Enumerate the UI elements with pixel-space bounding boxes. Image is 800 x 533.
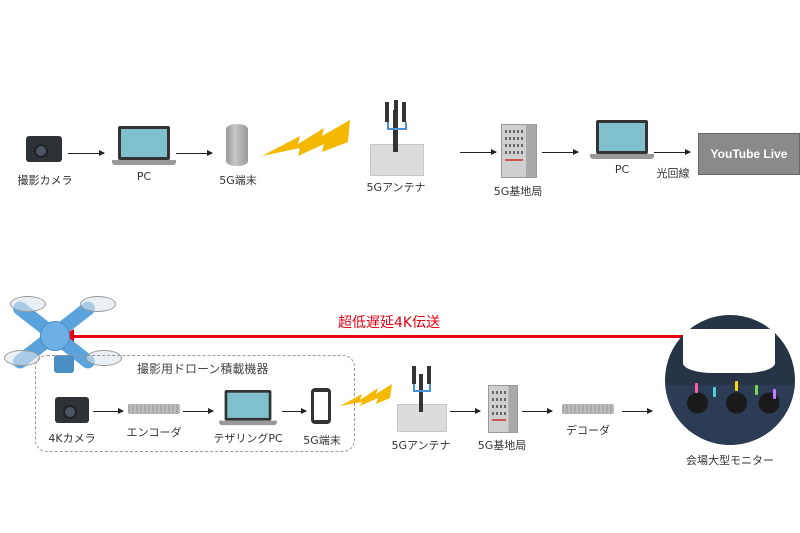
decoder-icon — [562, 404, 614, 414]
pc1-label: PC — [136, 170, 152, 183]
lightning-bolt-icon — [340, 384, 392, 406]
5g-terminal-label: 5G端末 — [303, 434, 341, 447]
antenna-label: 5Gアンテナ — [366, 181, 426, 194]
arrow-pc-terminal — [282, 408, 307, 414]
arrow-antenna-base — [450, 408, 481, 414]
venue-monitor-illustration — [665, 315, 795, 445]
arrow-pc-terminal — [176, 150, 213, 156]
smartphone-icon — [311, 388, 331, 424]
laptop-icon — [219, 390, 277, 426]
transmission-label: 超低遅延4K伝送 — [338, 315, 441, 331]
server-icon — [501, 124, 537, 178]
base-station-label: 5G基地局 — [477, 439, 527, 452]
arrow-decoder-venue — [622, 408, 653, 414]
youtube-live-box: YouTube Live — [698, 133, 800, 175]
camera-label: 撮影カメラ — [17, 174, 73, 187]
encoder-icon — [128, 404, 180, 414]
venue-monitor-label: 会場大型モニター — [686, 454, 774, 467]
arrow-camera-pc — [68, 150, 105, 156]
encoder-label: エンコーダ — [126, 426, 182, 439]
terminal-label: 5G端末 — [219, 174, 257, 187]
fiber-link-label: 光回線 — [656, 167, 690, 180]
tethering-pc-label: テザリングPC — [213, 432, 283, 445]
arrow-base-decoder — [522, 408, 553, 414]
lightning-bolt-icon — [262, 120, 350, 156]
decoder-label: デコーダ — [566, 424, 610, 437]
arrow-base-pc — [542, 149, 579, 155]
antenna-label: 5Gアンテナ — [391, 439, 451, 452]
arrow-camera-encoder — [93, 408, 124, 414]
drone-equipment-group — [35, 355, 355, 452]
4k-camera-label: 4Kカメラ — [48, 432, 96, 445]
pc2-label: PC — [614, 163, 630, 176]
server-icon — [488, 385, 518, 433]
arrow-antenna-base — [460, 149, 497, 155]
laptop-icon — [112, 126, 176, 166]
arrow-encoder-pc — [183, 408, 214, 414]
camera-icon — [26, 136, 62, 162]
base-station-label: 5G基地局 — [493, 185, 543, 198]
group-label: 撮影用ドローン積載機器 — [137, 362, 269, 376]
4k-camera-icon — [55, 397, 89, 423]
5g-terminal-icon — [226, 124, 248, 166]
laptop-icon — [590, 120, 654, 160]
transmission-arrow — [72, 335, 702, 338]
arrow-pc-youtube — [654, 149, 691, 155]
